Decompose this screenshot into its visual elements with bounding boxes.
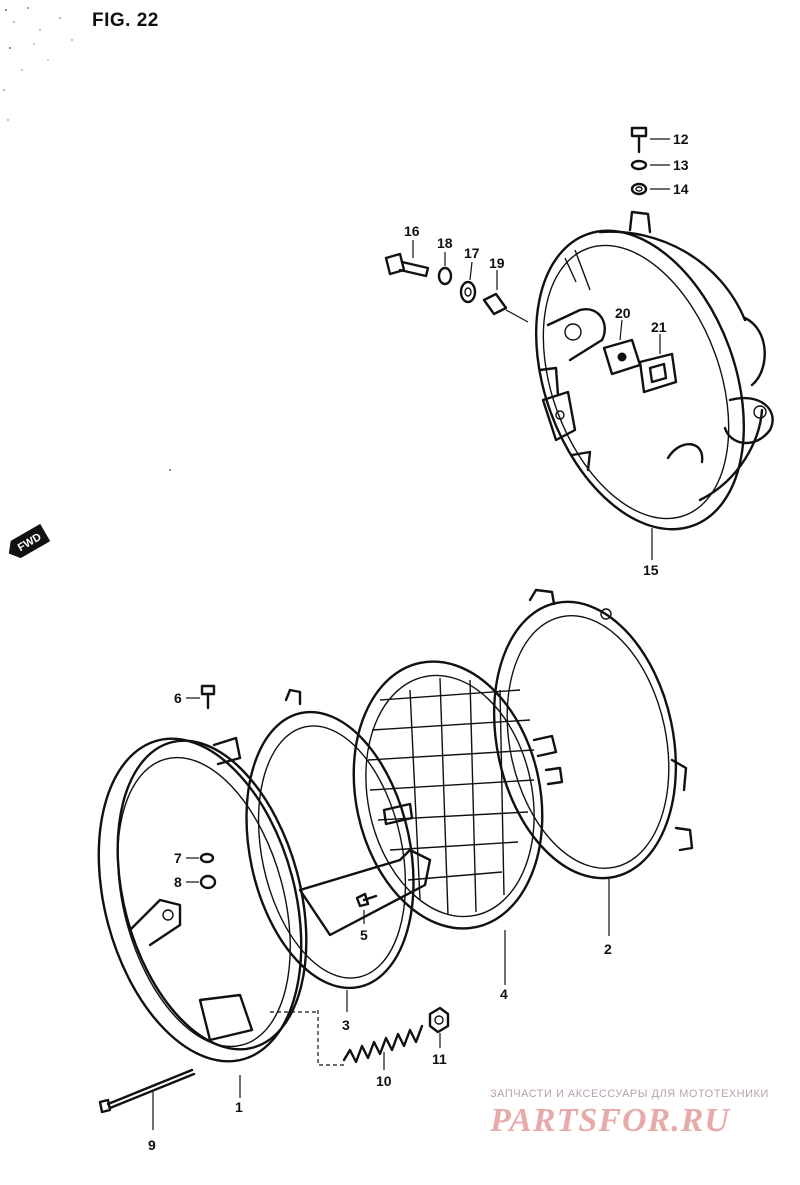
part-label-20: 20 xyxy=(615,305,631,321)
part-12-screw xyxy=(630,126,670,154)
part-label-13: 13 xyxy=(673,157,689,173)
part-label-15: 15 xyxy=(643,562,659,578)
part-3-inner-rim xyxy=(245,688,432,1012)
part-15-headlight-housing xyxy=(534,210,774,531)
watermark-brand: PARTSFOR.RU xyxy=(490,1102,730,1139)
part-label-7: 7 xyxy=(174,850,182,866)
part-label-8: 8 xyxy=(174,874,182,890)
scan-noise xyxy=(3,7,171,471)
part-4-sealed-beam-unit xyxy=(352,660,564,985)
part-7-nut xyxy=(186,852,215,864)
part-8-washer xyxy=(186,874,217,890)
part-label-5: 5 xyxy=(360,927,368,943)
part-6-screw xyxy=(186,684,216,710)
part-13-lock-washer xyxy=(630,159,670,171)
part-label-12: 12 xyxy=(673,131,689,147)
fwd-direction-badge: FWD xyxy=(8,523,51,559)
part-label-18: 18 xyxy=(437,235,453,251)
part-label-3: 3 xyxy=(342,1017,350,1033)
part-2-mounting-ring xyxy=(492,588,694,936)
part-14-washer xyxy=(630,182,670,196)
part-10-spring xyxy=(342,1024,424,1070)
part-label-6: 6 xyxy=(174,690,182,706)
part-19-collar xyxy=(482,270,529,323)
part-11-nut xyxy=(428,1006,450,1048)
part-9-adjusting-screw xyxy=(98,1068,196,1130)
watermark-tagline: ЗАПЧАСТИ И АКСЕССУАРЫ ДЛЯ МОТОТЕХНИКИ xyxy=(490,1088,769,1100)
part-20-grommet xyxy=(602,319,642,376)
part-16-bolt xyxy=(384,240,430,278)
part-label-9: 9 xyxy=(148,1137,156,1153)
part-label-4: 4 xyxy=(500,986,508,1002)
part-label-16: 16 xyxy=(404,223,420,239)
part-label-10: 10 xyxy=(376,1073,392,1089)
part-label-2: 2 xyxy=(604,941,612,957)
figure-title: FIG. 22 xyxy=(92,10,159,31)
part-1-headlight-rim xyxy=(97,736,308,1098)
part-18-washer xyxy=(437,252,453,286)
part-label-1: 1 xyxy=(235,1099,243,1115)
part-number-labels: 1 2 3 4 5 6 7 8 9 10 11 12 13 14 15 16 1… xyxy=(148,131,689,1153)
part-5-screw xyxy=(355,892,378,924)
part-label-21: 21 xyxy=(651,319,667,335)
part-17-washer xyxy=(459,261,477,304)
part-label-14: 14 xyxy=(673,181,689,197)
part-21-clip xyxy=(638,334,678,394)
part-label-11: 11 xyxy=(432,1051,447,1067)
part-label-17: 17 xyxy=(464,245,480,261)
part-label-19: 19 xyxy=(489,255,505,271)
